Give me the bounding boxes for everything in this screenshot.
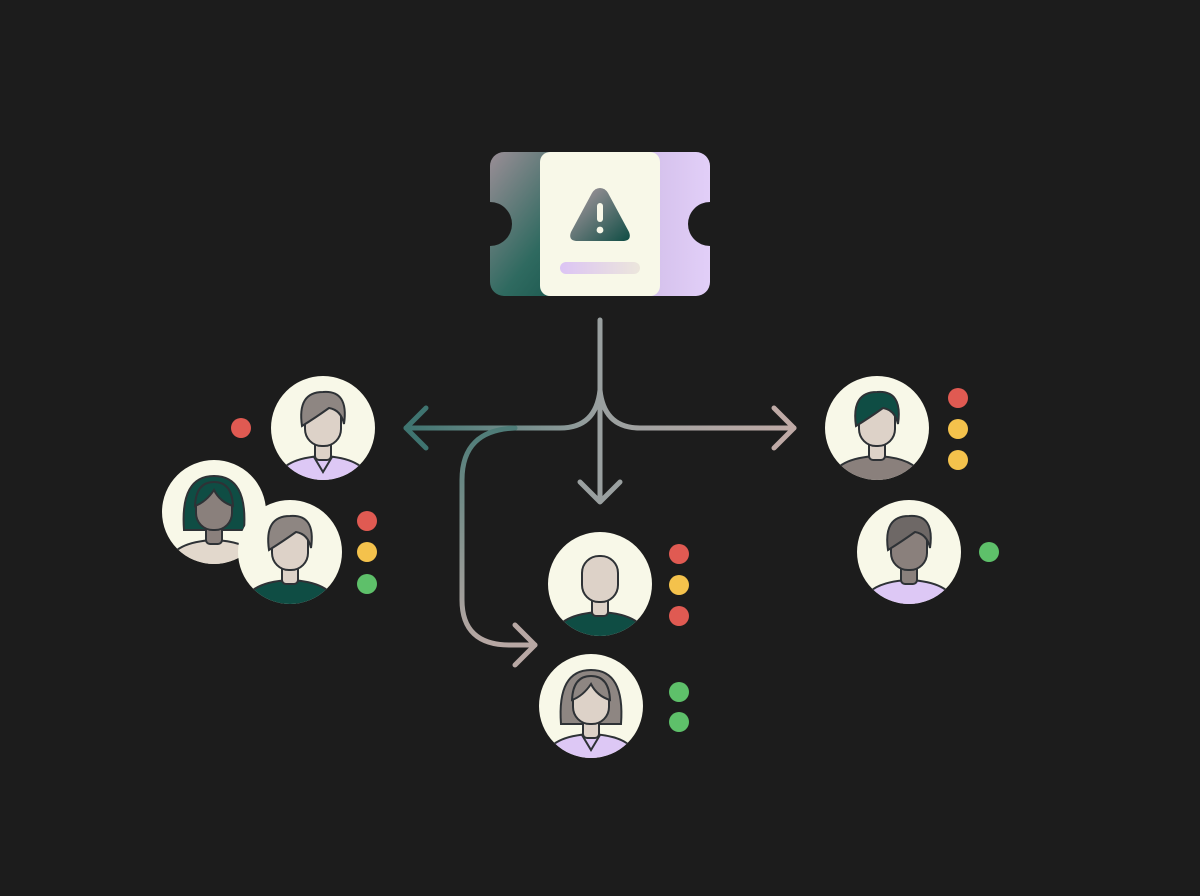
status-dot-red — [669, 606, 689, 626]
status-dot-green — [979, 542, 999, 562]
warning-triangle-icon — [570, 188, 630, 241]
branch-right-line — [597, 387, 797, 431]
status-dot-yellow — [357, 542, 377, 562]
arrow-right-icon — [771, 405, 797, 451]
status-dot-red — [231, 418, 251, 438]
avatar-bottom-center[interactable] — [539, 654, 689, 762]
branch-left-line — [403, 387, 603, 431]
avatar-right-top[interactable] — [825, 376, 968, 484]
status-dot-yellow — [948, 419, 968, 439]
avatar-left-front[interactable] — [238, 500, 377, 608]
avatar-top-left[interactable] — [231, 376, 375, 484]
status-dot-yellow — [669, 575, 689, 595]
status-dot-green — [357, 574, 377, 594]
ticket[interactable] — [490, 152, 710, 296]
status-dot-red — [948, 388, 968, 408]
branch-curve-line — [459, 425, 538, 648]
avatar-center[interactable] — [548, 532, 689, 640]
status-dot-green — [669, 712, 689, 732]
status-dot-green — [669, 682, 689, 702]
status-dot-red — [357, 511, 377, 531]
ticket-progress-bar — [560, 262, 640, 274]
status-dot-yellow — [948, 450, 968, 470]
arrow-curved-right-icon — [512, 622, 538, 668]
avatar-right-bottom[interactable] — [857, 500, 999, 608]
arrow-left-icon — [403, 405, 429, 451]
status-dot-red — [669, 544, 689, 564]
arrow-down-icon — [577, 479, 623, 505]
